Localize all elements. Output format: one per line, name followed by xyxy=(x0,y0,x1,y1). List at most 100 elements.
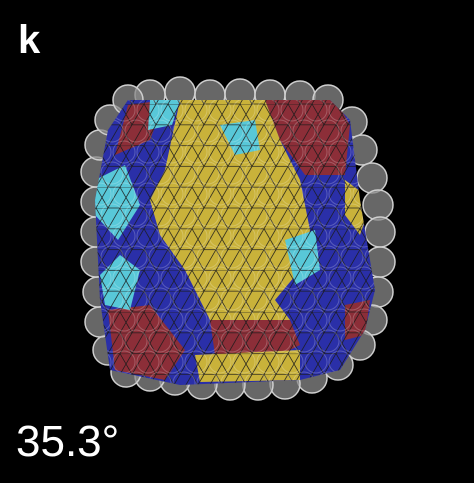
tilt-angle-label: 35.3° xyxy=(16,417,120,466)
lattice-disk xyxy=(232,224,256,248)
lattice-disk xyxy=(352,266,375,290)
lattice-disk xyxy=(256,140,280,164)
lattice-disk xyxy=(124,119,148,143)
lattice-disk xyxy=(95,224,112,248)
lattice-disk xyxy=(112,182,136,206)
boundary-disk xyxy=(364,216,396,248)
lattice-disk xyxy=(124,203,148,227)
boundary-disk xyxy=(362,189,394,221)
lattice-disk xyxy=(328,224,352,248)
lattice-disk xyxy=(184,266,208,290)
lattice-disks xyxy=(95,100,375,385)
lattice-disk xyxy=(100,287,124,311)
lattice-disk xyxy=(364,287,375,311)
lattice-disk xyxy=(136,182,160,206)
lattice-disk xyxy=(280,350,304,374)
lattice-disk xyxy=(256,182,280,206)
lattice-disk xyxy=(256,266,280,290)
lattice-disk xyxy=(208,182,232,206)
lattice-disk xyxy=(172,287,196,311)
lattice-disk xyxy=(160,100,184,122)
lattice-disk xyxy=(316,119,340,143)
lattice-disk xyxy=(112,140,136,164)
lattice-disk xyxy=(256,308,280,332)
lattice-disk xyxy=(220,161,244,185)
lattice-disk xyxy=(304,308,328,332)
lattice-disk xyxy=(304,100,328,122)
lattice-disk xyxy=(304,224,328,248)
lattice-disk xyxy=(172,161,196,185)
lattice-disk xyxy=(184,182,208,206)
lattice-disk xyxy=(328,266,352,290)
lattice-disk xyxy=(160,182,184,206)
lattice-disk xyxy=(304,266,328,290)
lattice-disk xyxy=(95,266,112,290)
lattice-disk xyxy=(184,140,208,164)
lattice-disk xyxy=(148,245,172,269)
lattice-disk xyxy=(196,287,220,311)
lattice-disk xyxy=(280,224,304,248)
lattice-disk xyxy=(268,161,292,185)
lattice-disk xyxy=(280,140,304,164)
lattice-disk xyxy=(268,203,292,227)
lattice-disk xyxy=(136,266,160,290)
lattice-disk xyxy=(124,161,148,185)
lattice-disk xyxy=(196,329,220,353)
lattice-disk xyxy=(292,119,316,143)
lattice-disk xyxy=(112,266,136,290)
lattice-disk xyxy=(268,245,292,269)
lattice-disk xyxy=(220,119,244,143)
lattice-disk xyxy=(124,287,148,311)
lattice-disk xyxy=(304,350,328,374)
crystal-domains xyxy=(95,100,375,385)
lattice-disk xyxy=(280,308,304,332)
lattice-disk xyxy=(232,350,256,374)
lattice-disk xyxy=(244,119,268,143)
lattice-disk xyxy=(136,140,160,164)
lattice-disk xyxy=(268,329,292,353)
lattice-disk xyxy=(100,161,124,185)
lattice-disk xyxy=(220,245,244,269)
lattice-disk xyxy=(172,119,196,143)
lattice-disk xyxy=(292,203,316,227)
lattice-disk xyxy=(232,140,256,164)
lattice-disk xyxy=(256,350,280,374)
lattice-disk xyxy=(124,329,148,353)
lattice-disk xyxy=(95,182,112,206)
lattice-disk xyxy=(196,245,220,269)
lattice-disk xyxy=(136,308,160,332)
lattice-disk xyxy=(340,245,364,269)
lattice-disk xyxy=(196,371,220,385)
lattice-disk xyxy=(304,140,328,164)
lattice-disk xyxy=(292,161,316,185)
lattice-disk xyxy=(112,224,136,248)
lattice-disk xyxy=(208,224,232,248)
lattice-disk xyxy=(316,161,340,185)
lattice-disk xyxy=(112,350,136,374)
lattice-disk xyxy=(340,287,364,311)
lattice-disk xyxy=(208,266,232,290)
lattice-disk xyxy=(148,287,172,311)
lattice-disk xyxy=(208,100,232,122)
lattice-disk xyxy=(136,224,160,248)
lattice-disk xyxy=(208,140,232,164)
lattice-disk xyxy=(172,245,196,269)
lattice-disk xyxy=(184,350,208,374)
panel-label: k xyxy=(18,18,41,62)
lattice-disk xyxy=(292,329,316,353)
lattice-disk xyxy=(268,287,292,311)
lattice-disk xyxy=(316,329,340,353)
lattice-disk xyxy=(292,287,316,311)
triangulation-overlay xyxy=(95,100,375,385)
lattice-disk xyxy=(280,266,304,290)
lattice-disk xyxy=(136,350,160,374)
lattice-disk xyxy=(256,224,280,248)
lattice-disk xyxy=(232,266,256,290)
lattice-disk xyxy=(244,287,268,311)
lattice-disk xyxy=(316,245,340,269)
lattice-disk xyxy=(364,245,375,269)
lattice-disk xyxy=(184,100,208,122)
lattice-disk xyxy=(244,329,268,353)
